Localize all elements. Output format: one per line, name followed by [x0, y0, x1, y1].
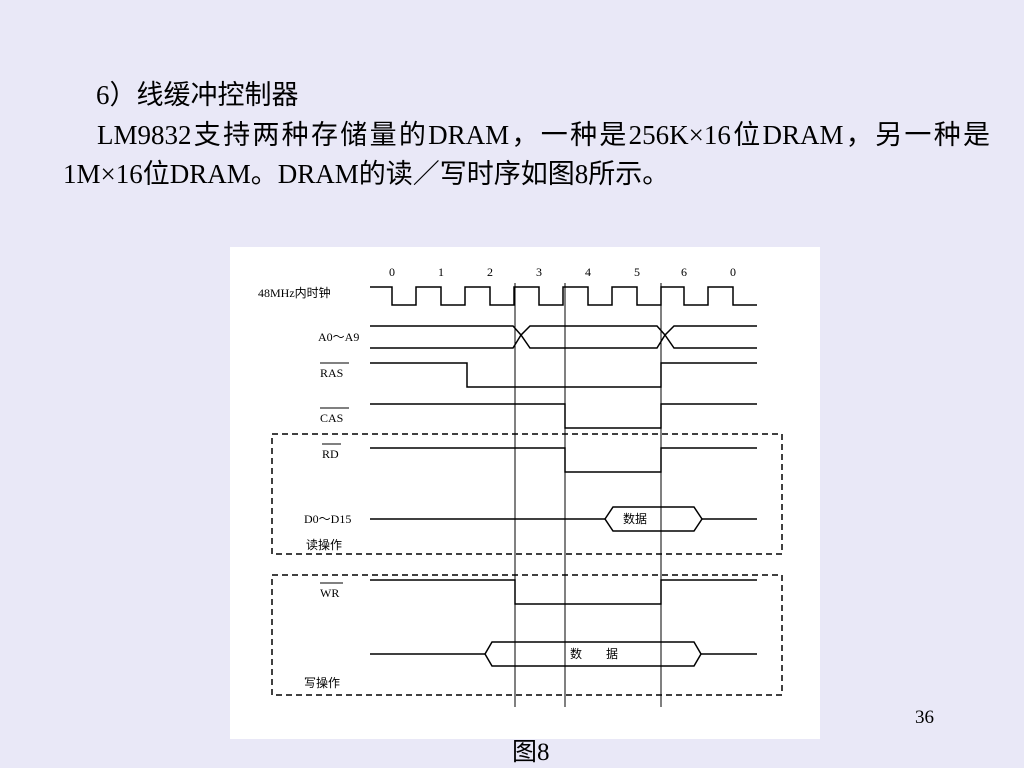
timing-diagram-svg: 0 1 2 3 4 5 6 0 48MHz内时钟 A0～A9 RAS CAS R…	[258, 265, 783, 707]
clock-number: 2	[487, 265, 493, 279]
address-bus-top	[370, 325, 757, 337]
read-operation-label: 读操作	[306, 537, 342, 552]
page-number: 36	[915, 707, 934, 728]
ras-waveform	[370, 362, 757, 388]
ras-signal-label: RAS	[320, 366, 343, 380]
read-data-bus	[604, 506, 703, 532]
rd-waveform	[370, 447, 757, 473]
rd-signal-label: RD	[322, 447, 339, 461]
read-operation-box	[271, 433, 783, 555]
write-operation-label: 写操作	[304, 675, 340, 690]
clock-number: 1	[438, 265, 444, 279]
address-bus-bottom	[370, 333, 757, 349]
clock-number: 4	[585, 265, 591, 279]
clock-number: 0	[389, 265, 395, 279]
read-data-label: 数据	[623, 511, 647, 526]
clock-signal-label: 48MHz内时钟	[258, 285, 331, 300]
wr-signal-label: WR	[320, 586, 339, 600]
clock-number: 3	[536, 265, 542, 279]
address-signal-label: A0～A9	[318, 330, 359, 344]
section-heading: 6）线缓冲控制器	[96, 80, 299, 110]
clock-waveform	[370, 286, 757, 306]
wr-waveform	[370, 579, 757, 605]
timing-diagram: 0 1 2 3 4 5 6 0 48MHz内时钟 A0～A9 RAS CAS R…	[230, 247, 820, 739]
cas-signal-label: CAS	[320, 411, 343, 425]
clock-number: 6	[681, 265, 687, 279]
data-bus-signal-label: D0～D15	[304, 512, 351, 526]
write-data-label: 数 据	[570, 646, 618, 661]
body-paragraph: LM9832支持两种存储量的DRAM，一种是256K×16位DRAM，另一种是1…	[63, 120, 990, 189]
clock-number: 5	[634, 265, 640, 279]
cas-waveform	[370, 403, 757, 429]
clock-number: 0	[730, 265, 736, 279]
write-operation-box	[271, 574, 783, 696]
figure-caption: 图8	[512, 739, 550, 766]
